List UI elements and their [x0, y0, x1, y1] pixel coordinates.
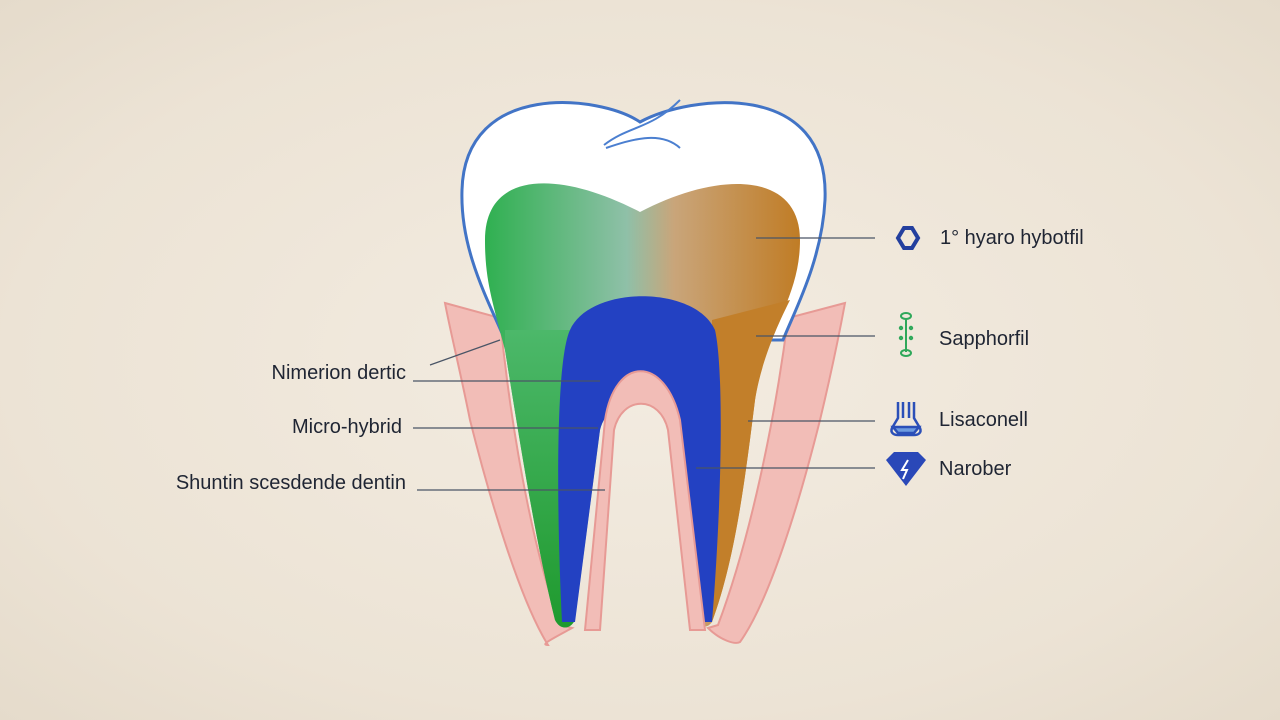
dentin-root-left [505, 330, 575, 628]
right-label-1: 1° hyaro hybotfil [940, 227, 1084, 249]
enamel-notch [603, 99, 681, 149]
gum-right [706, 301, 847, 644]
left-label-3: Shuntin scesdende dentin [175, 472, 406, 494]
leader-line [429, 339, 501, 366]
interradicular-gum [583, 370, 707, 631]
gum-left [443, 301, 575, 647]
molecule-stick-icon [898, 312, 914, 357]
diamond-icon [886, 452, 926, 486]
right-label-4: Narober [939, 458, 1012, 480]
left-label-1: Nimerion dertic [271, 362, 406, 384]
dentin-root-right [712, 300, 790, 622]
flask-icon [890, 402, 922, 437]
hexagon-icon [895, 226, 921, 250]
left-label-2: Micro-hybrid [291, 416, 402, 438]
right-label-2: Sapphorfil [939, 328, 1030, 350]
right-label-3: Lisaconell [939, 409, 1028, 431]
pulp [558, 296, 721, 622]
